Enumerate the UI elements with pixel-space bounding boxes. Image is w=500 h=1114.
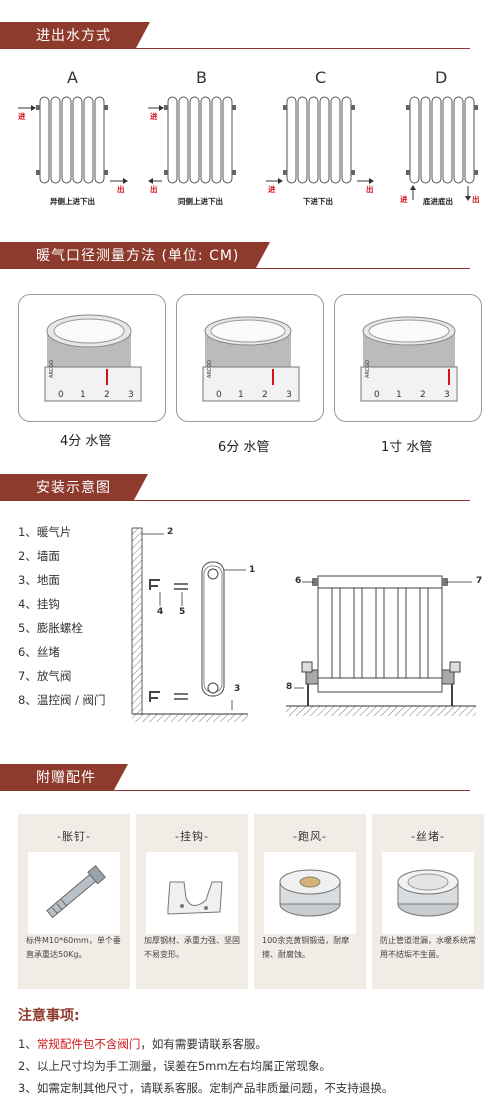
in-label-d: 进: [400, 195, 408, 204]
section-banner-measure: 暖气口径测量方法 (单位: CM): [0, 242, 500, 269]
mode-caption-a: 异侧上进下出: [50, 197, 95, 206]
note-1: 1、常规配件包不含阀门，如有需要请联系客服。: [18, 1036, 267, 1052]
accessory-title: -胀钉-: [57, 830, 91, 843]
mode-letter-a: A: [67, 68, 78, 87]
section-title: 进出水方式: [36, 28, 111, 44]
inlet-diagrams: [18, 96, 479, 201]
callout-1: 1: [249, 565, 256, 575]
accessory-desc: 100余克黄铜锻造，耐摩擦、耐腐蚀。: [262, 936, 350, 959]
mode-caption-d: 底进底出: [423, 197, 453, 206]
note-3: 3、如需定制其他尺寸，请联系客服。定制产品非质量问题，不支持退换。: [18, 1081, 394, 1095]
pipe-illustration: [360, 316, 458, 402]
pipe-card-2: [176, 294, 324, 422]
section-title: 暖气口径测量方法 (单位: CM): [36, 248, 240, 264]
ruler-brand: ARCGO: [365, 360, 371, 378]
note-2: 2、以上尺寸均为手工测量，误差在5mm左右均属正常现象。: [18, 1059, 332, 1073]
callout-3: 3: [234, 684, 241, 694]
in-label-c: 进: [268, 185, 276, 194]
pipe-card-3: [334, 294, 482, 422]
legend-item: 4、挂钩: [18, 597, 60, 611]
mode-letter-b: B: [196, 68, 207, 87]
callout-8: 8: [286, 682, 293, 692]
ruler-tick: 2: [104, 390, 110, 400]
in-label-b: 进: [150, 112, 158, 121]
ruler-tick: 2: [262, 390, 268, 400]
mode-caption-b: 同侧上进下出: [178, 197, 223, 206]
out-label-d: 出: [472, 195, 480, 204]
section-title: 安装示意图: [36, 480, 111, 496]
ruler-tick: 0: [216, 390, 222, 400]
ruler-tick: 1: [80, 390, 86, 400]
legend-item: 8、温控阀 / 阀门: [18, 693, 106, 707]
anchor-bolt-image: [28, 852, 120, 934]
mode-caption-c: 下进下出: [303, 197, 333, 206]
accessory-card-anchor: -胀钉- 标件M10*60mm，单个垂直承重达50Kg。: [18, 814, 130, 989]
hook-image: [146, 852, 238, 934]
mode-letter-c: C: [315, 68, 327, 87]
note-1-rest: ，如有需要请联系客服。: [140, 1037, 267, 1051]
air-valve-image: [264, 852, 356, 934]
note-1-highlight: 常规配件包不含阀门: [36, 1037, 141, 1051]
legend-item: 2、墙面: [18, 549, 60, 563]
ruler-tick: 0: [58, 390, 64, 400]
accessory-desc: 防止管道泄漏，水暖系统常用不结垢不生菌。: [380, 936, 476, 959]
legend-item: 7、放气阀: [18, 669, 72, 683]
accessory-card-hook: -挂钩- 加厚钢材、承重力强、坚固不易变形。: [136, 814, 248, 989]
out-label-b: 出: [150, 185, 158, 194]
callout-6: 6: [295, 576, 302, 586]
out-label-a: 出: [117, 185, 125, 194]
section-banner-install: 安装示意图: [0, 474, 500, 501]
pipe-illustration: [44, 314, 142, 402]
notes-title: 注意事项:: [18, 1008, 80, 1024]
pipe-illustration: [202, 316, 300, 402]
pipe-caption-3: 1寸 水管: [381, 440, 433, 455]
accessory-card-valve: -跑风- 100余克黄铜锻造，耐摩擦、耐腐蚀。: [254, 814, 366, 989]
callout-5: 5: [179, 607, 186, 617]
accessory-card-plug: -丝堵- 防止管道泄漏，水暖系统常用不结垢不生菌。: [372, 814, 484, 989]
front-install-diagram: [286, 575, 476, 716]
out-label-c: 出: [366, 185, 374, 194]
ruler-brand: ARCGO: [49, 360, 55, 378]
ruler-tick: 2: [420, 390, 426, 400]
accessory-desc: 标件M10*60mm，单个垂直承重达50Kg。: [26, 936, 121, 959]
accessory-title: -挂钩-: [175, 830, 209, 843]
in-label-a: 进: [18, 112, 26, 121]
ruler-tick: 1: [396, 390, 402, 400]
pipe-card-1: [18, 294, 166, 422]
ruler-tick: 3: [286, 390, 292, 400]
callout-4: 4: [157, 607, 164, 617]
accessory-title: -跑风-: [293, 830, 327, 843]
side-install-diagram: [131, 527, 248, 722]
section-banner-accessories: 附赠配件: [0, 764, 500, 791]
plug-image: [382, 852, 474, 934]
ruler-brand: ARCGO: [207, 360, 213, 378]
accessory-title: -丝堵-: [411, 830, 445, 843]
ruler-tick: 0: [374, 390, 380, 400]
callout-2: 2: [167, 527, 174, 537]
note-1-prefix: 1、: [18, 1037, 37, 1051]
pipe-caption-2: 6分 水管: [218, 440, 270, 455]
pipe-caption-1: 4分 水管: [60, 434, 112, 449]
ruler-tick: 1: [238, 390, 244, 400]
legend-item: 3、地面: [18, 573, 60, 587]
legend-item: 1、暖气片: [18, 525, 72, 539]
callout-7: 7: [476, 576, 483, 586]
install-legend: 1、暖气片 2、墙面 3、地面 4、挂钩 5、膨胀螺栓 6、丝堵 7、放气阀 8…: [18, 520, 106, 712]
mode-letter-d: D: [435, 68, 448, 87]
accessory-desc: 加厚钢材、承重力强、坚固不易变形。: [144, 936, 240, 959]
legend-item: 5、膨胀螺栓: [18, 621, 83, 635]
legend-item: 6、丝堵: [18, 645, 60, 659]
section-banner-inlet: 进出水方式: [0, 22, 500, 49]
ruler-tick: 3: [444, 390, 450, 400]
section-title: 附赠配件: [36, 770, 96, 786]
ruler-tick: 3: [128, 390, 134, 400]
